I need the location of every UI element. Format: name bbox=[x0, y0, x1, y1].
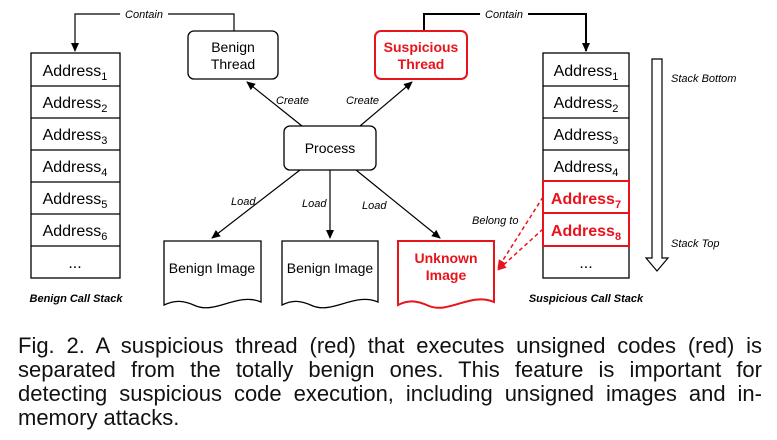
benign-call-stack: Address1 Address2 Address3 Address4 Addr… bbox=[30, 52, 124, 305]
belong-edge-address-7 bbox=[497, 196, 544, 269]
stack-bottom-label: Stack Bottom bbox=[671, 73, 736, 85]
create-edge-right bbox=[359, 81, 413, 127]
contain-label-left: Contain bbox=[125, 9, 163, 21]
create-label-left: Create bbox=[276, 95, 309, 107]
contain-label-right: Contain bbox=[485, 9, 523, 21]
suspicious-call-stack: Address1 Address2 Address3 Address4 Addr… bbox=[529, 52, 644, 305]
figure-caption: Fig. 2. A suspicious thread (red) that e… bbox=[18, 333, 762, 430]
create-edge-left bbox=[246, 81, 303, 127]
benign-stack-cell-3: Address3 bbox=[43, 127, 108, 147]
benign-stack-cell-5: Address5 bbox=[43, 191, 108, 211]
benign-image-node-1: Benign Image bbox=[163, 240, 262, 309]
suspicious-stack-cell-4: Address4 bbox=[554, 159, 619, 179]
suspicious-stack-cell-1: Address1 bbox=[554, 63, 619, 83]
benign-stack-cell-1: Address1 bbox=[43, 63, 108, 83]
benign-thread-node: Benign Thread bbox=[187, 30, 279, 80]
benign-stack-caption: Benign Call Stack bbox=[30, 293, 124, 305]
benign-image-label-2: Benign Image bbox=[287, 260, 374, 276]
unknown-image-label-1: Unknown bbox=[415, 250, 478, 266]
load-edge-left bbox=[211, 169, 301, 239]
benign-stack-cell-ellipsis: ... bbox=[68, 255, 81, 272]
unknown-image-label-2: Image bbox=[426, 267, 467, 283]
load-edge-right bbox=[355, 169, 441, 239]
benign-image-node-2: Benign Image bbox=[281, 240, 379, 309]
suspicious-stack-cell-8: Address8 bbox=[551, 223, 621, 243]
stack-top-label: Stack Top bbox=[671, 238, 720, 250]
threat-diagram: Address1 Address2 Address3 Address4 Addr… bbox=[30, 7, 736, 309]
load-label-left: Load bbox=[231, 196, 256, 208]
suspicious-stack-caption: Suspicious Call Stack bbox=[529, 293, 644, 305]
process-label: Process bbox=[305, 140, 356, 156]
benign-stack-cell-6: Address6 bbox=[43, 223, 108, 243]
suspicious-stack-cell-ellipsis: ... bbox=[579, 255, 592, 272]
suspicious-stack-cell-7: Address7 bbox=[551, 191, 621, 211]
suspicious-stack-cell-8-frame bbox=[542, 212, 630, 247]
benign-thread-label-2: Thread bbox=[211, 56, 255, 72]
load-label-right: Load bbox=[362, 200, 387, 212]
benign-image-label-1: Benign Image bbox=[169, 260, 256, 276]
suspicious-stack-cell-3: Address3 bbox=[554, 127, 619, 147]
benign-stack-cell-4: Address4 bbox=[43, 159, 108, 179]
benign-stack-cell-2: Address2 bbox=[43, 95, 108, 115]
suspicious-thread-label-2: Thread bbox=[398, 56, 445, 72]
belong-edge-address-8 bbox=[497, 228, 544, 271]
create-label-right: Create bbox=[346, 95, 379, 107]
belong-to-label: Belong to bbox=[472, 215, 518, 227]
suspicious-stack-cell-2: Address2 bbox=[554, 95, 619, 115]
load-label-middle: Load bbox=[302, 198, 327, 210]
benign-thread-label-1: Benign bbox=[211, 39, 255, 55]
process-node: Process bbox=[283, 125, 377, 171]
suspicious-thread-label-1: Suspicious bbox=[384, 39, 459, 55]
suspicious-thread-node: Suspicious Thread bbox=[374, 30, 468, 80]
unknown-image-node: Unknown Image bbox=[397, 240, 495, 309]
stack-direction-arrow bbox=[644, 58, 670, 272]
